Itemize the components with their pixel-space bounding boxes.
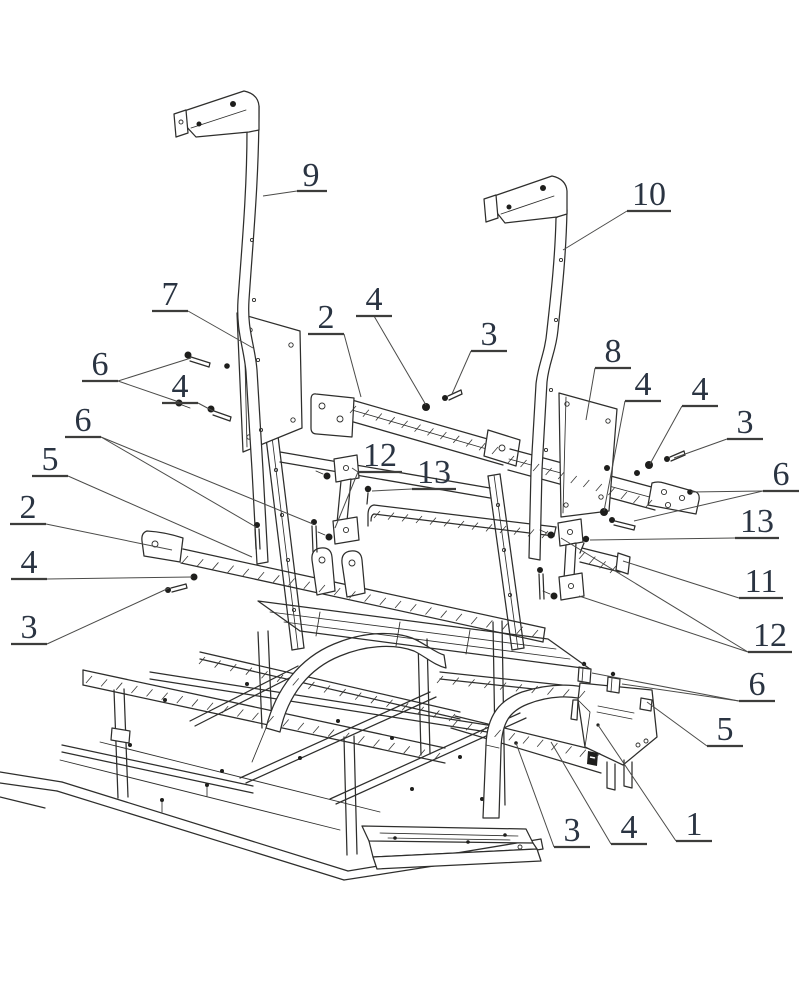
callout-3-11: 3: [673, 404, 763, 459]
callout-number: 4: [635, 366, 652, 403]
fender-bracket: [570, 661, 658, 791]
callout-number: 3: [564, 812, 581, 849]
support-beam-left: [141, 530, 546, 643]
mount-bracket-right: [537, 518, 590, 601]
callout-6-16: 6: [591, 666, 775, 703]
roll-bar-left: [173, 90, 269, 565]
callout-6-3: 6: [82, 346, 192, 403]
seat-base-frame: [257, 600, 591, 670]
callout-2-5: 2: [308, 299, 362, 398]
callout-13-13: 13: [589, 503, 779, 541]
callout-11-14: 11: [622, 560, 783, 600]
callout-4-24: 4: [11, 544, 193, 581]
callout-4-9: 4: [603, 366, 661, 512]
callout-number: 4: [172, 368, 189, 405]
seat-back-cross-member: [279, 451, 491, 499]
callout-12-26: 12: [334, 437, 402, 529]
callout-2-23: 2: [10, 489, 173, 551]
callout-6-12: 6: [633, 456, 799, 522]
callout-number: 2: [318, 299, 335, 336]
callout-number: 12: [363, 437, 397, 474]
callout-number: 4: [366, 281, 383, 318]
callout-number: 13: [417, 454, 451, 491]
callout-number: 3: [737, 404, 754, 441]
callout-number: 5: [42, 441, 59, 478]
gusset-plate-right: [558, 392, 618, 518]
callout-5-21: 5: [32, 441, 253, 558]
callout-12-15: 12: [560, 537, 792, 654]
callout-number: 4: [21, 544, 38, 581]
callout-8-8: 8: [585, 333, 631, 421]
left-wheel-arch-band: [251, 632, 447, 763]
callout-4-6: 4: [356, 281, 427, 406]
callout-6-22: 6: [65, 402, 314, 528]
callout-3-7: 3: [451, 316, 507, 395]
seat-back-right-upright: [487, 473, 525, 651]
callout-number: 6: [75, 402, 92, 439]
step-platform: [361, 825, 542, 870]
callout-number: 4: [692, 371, 709, 408]
callout-number: 7: [162, 276, 179, 313]
callout-number: 8: [605, 333, 622, 370]
callout-4-19: 4: [550, 741, 647, 846]
callout-number: 9: [303, 157, 320, 194]
callout-4-4: 4: [162, 368, 214, 412]
fasteners: [165, 351, 693, 593]
callout-number: 13: [740, 503, 774, 540]
bar-11: [579, 547, 631, 575]
hatch-marks: [85, 405, 653, 761]
callout-number: 11: [745, 563, 778, 600]
callout-5-17: 5: [646, 701, 743, 748]
callout-3-25: 3: [11, 587, 170, 646]
hinge-plates: [311, 547, 366, 598]
callout-number: 1: [686, 806, 703, 843]
callout-1-18: 1: [597, 724, 712, 843]
callout-number: 12: [753, 617, 787, 654]
callout-7-2: 7: [152, 276, 254, 349]
callout-number: 3: [481, 316, 498, 353]
callout-3-20: 3: [515, 742, 590, 849]
callout-number: 5: [717, 711, 734, 748]
callout-number: 10: [632, 176, 666, 213]
callout-number: 2: [20, 489, 37, 526]
callout-10-1: 10: [562, 176, 671, 251]
callout-13-27: 13: [371, 454, 456, 492]
cross-bar-upper: [310, 393, 521, 467]
callout-number: 3: [21, 609, 38, 646]
roll-bar-right: [483, 175, 568, 561]
callout-number: 6: [773, 456, 790, 493]
callout-number: 6: [92, 346, 109, 383]
callout-number: 4: [621, 809, 638, 846]
seat-back-left-upright: [265, 435, 305, 651]
callout-9-0: 9: [262, 157, 327, 197]
callout-number: 6: [749, 666, 766, 703]
mount-bracket-left: [315, 454, 372, 545]
seat-support-tube: [367, 504, 557, 537]
callout-4-10: 4: [649, 371, 718, 465]
